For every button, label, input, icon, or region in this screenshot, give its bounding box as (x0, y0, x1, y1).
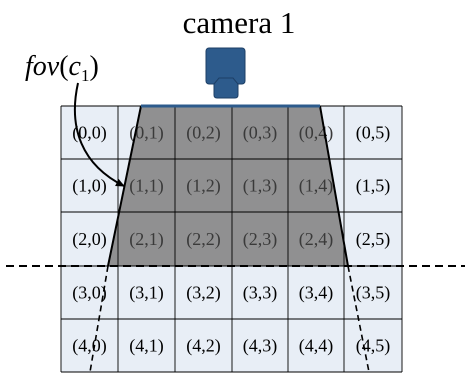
fov-left-extension (89, 265, 109, 373)
cell-label: (2,2) (186, 229, 221, 250)
cell-label: (4,1) (129, 336, 164, 357)
cell-label: (1,0) (72, 176, 107, 197)
cell-label: (2,1) (129, 229, 164, 250)
grid-cell (344, 106, 402, 159)
grid-cell (61, 212, 118, 266)
grid-cell (175, 266, 232, 319)
cell-label: (2,5) (356, 229, 391, 250)
grid-cell (61, 266, 118, 319)
cell-label: (1,1) (129, 176, 164, 197)
grid-cell (344, 159, 402, 212)
cell-label: (1,5) (356, 176, 391, 197)
cell-label: (1,2) (186, 176, 221, 197)
grid-cell (118, 266, 175, 319)
fov-label: fov(c1) (25, 51, 99, 85)
fov-close: ) (89, 51, 98, 82)
cell-label: (3,1) (129, 283, 164, 304)
fov-pointer-arrow (74, 82, 125, 187)
grid-cell (344, 212, 402, 266)
fov-right-extension (347, 265, 370, 373)
cell-label: (3,0) (72, 283, 107, 304)
grid-cell (175, 319, 232, 372)
fov-open: ( (59, 51, 68, 82)
fov-right-edge (319, 105, 349, 267)
cell-label: (0,4) (299, 123, 334, 144)
grid-cell (118, 319, 175, 372)
grid-cell (288, 266, 344, 319)
cell-label: (0,0) (72, 123, 107, 144)
grid-labels: (0,0) (0,1) (0,2) (0,3) (0,4) (0,5) (1,0) (1,1)… (72, 123, 390, 357)
cell-label: (0,5) (356, 123, 391, 144)
grid-cell (344, 319, 402, 372)
camera-title: camera 1 (183, 5, 296, 40)
cell-label: (2,3) (243, 229, 278, 250)
cell-label: (1,4) (299, 176, 334, 197)
cell-label: (4,0) (72, 336, 107, 357)
grid-cell (288, 319, 344, 372)
camera-icon (205, 47, 246, 99)
cell-label: (0,2) (186, 123, 221, 144)
cell-label: (4,4) (299, 336, 334, 357)
cell-label: (3,2) (186, 283, 221, 304)
cell-label: (3,5) (356, 283, 391, 304)
cell-label: (1,3) (243, 176, 278, 197)
cell-label: (3,3) (243, 283, 278, 304)
cell-label: (3,4) (299, 283, 334, 304)
fov-var: c (69, 51, 82, 82)
cell-label: (4,5) (356, 336, 391, 357)
grid-cell (344, 266, 402, 319)
grid-cell (232, 319, 288, 372)
fov-func: fov (25, 51, 60, 82)
cell-label: (4,3) (243, 336, 278, 357)
grid-cell (61, 106, 118, 159)
cell-label: (0,3) (243, 123, 278, 144)
cell-label: (2,4) (299, 229, 334, 250)
cell-label: (0,1) (129, 123, 164, 144)
grid-cell (61, 319, 118, 372)
cell-label: (2,0) (72, 229, 107, 250)
fov-sub: 1 (81, 66, 90, 85)
grid-cell (232, 266, 288, 319)
grid-lines (60, 105, 403, 373)
camera-lens (213, 77, 239, 99)
grid-cell (61, 159, 118, 212)
cell-label: (4,2) (186, 336, 221, 357)
